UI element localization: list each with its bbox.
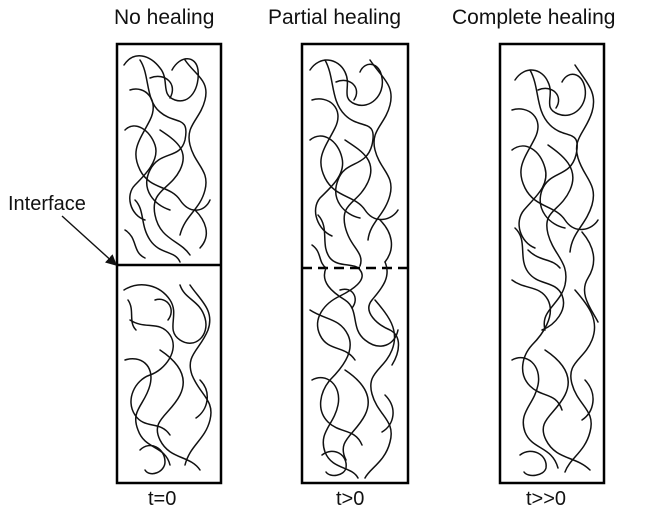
panel-frame xyxy=(117,44,221,483)
interface-arrow xyxy=(62,216,115,264)
time-label-partial-healing: t>0 xyxy=(336,488,364,511)
polymer-chains xyxy=(512,65,598,475)
panel-complete-healing xyxy=(500,44,604,483)
polymer-chains-top xyxy=(124,56,210,262)
time-label-complete-healing: t>>0 xyxy=(526,488,566,511)
panel-no-healing xyxy=(117,44,221,483)
polymer-chains-bottom xyxy=(124,285,211,474)
polymer-chains-top xyxy=(310,60,398,270)
polymer-chains-bottom xyxy=(310,262,399,478)
time-label-no-healing: t=0 xyxy=(148,488,176,511)
panel-partial-healing xyxy=(302,44,408,483)
